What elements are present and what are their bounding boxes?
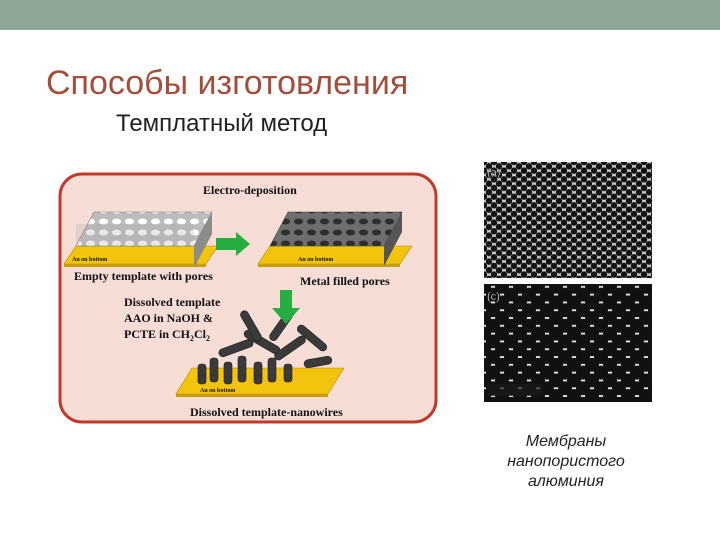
template-method-diagram: Electro-deposition Au on bottom Au on bo… <box>58 172 438 424</box>
sem-micrographs: (a) (c) <box>484 162 652 402</box>
au-on-bottom-label: Au on bottom <box>298 257 333 263</box>
au-on-bottom-label: Au on bottom <box>72 257 107 263</box>
arrow-right <box>216 232 250 256</box>
dissolved-nanowires-label: Dissolved template-nanowires <box>190 405 343 419</box>
dissolved-label-line1: Dissolved template <box>124 295 221 309</box>
nanowires-block <box>175 310 345 397</box>
slide-title: Способы изготовления <box>46 64 409 102</box>
micrograph-a: (a) <box>484 162 652 278</box>
dissolved-label-line3: PCTE in CH2Cl2 <box>124 327 210 343</box>
caption-line: алюминия <box>528 473 604 490</box>
electro-deposition-label: Electro-deposition <box>203 183 297 197</box>
caption-line: Мембраны <box>525 433 607 450</box>
micrograph-label-a: (a) <box>487 167 500 179</box>
dissolved-label-line2: AAO in NaOH & <box>124 311 213 325</box>
au-on-bottom-label: Au on bottom <box>200 388 235 394</box>
micrograph-caption: Мембраны нанопористого алюминия <box>488 432 644 492</box>
micrograph-label-c: (c) <box>487 291 500 303</box>
filled-template-block <box>257 211 413 267</box>
arrow-down <box>272 290 300 324</box>
caption-line: нанопористого <box>507 453 625 470</box>
slide-subtitle: Темплатный метод <box>116 110 328 137</box>
metal-filled-label: Metal filled pores <box>300 274 390 288</box>
top-bar <box>0 0 720 30</box>
micrograph-c: (c) <box>484 284 652 402</box>
empty-template-label: Empty template with pores <box>74 269 213 283</box>
